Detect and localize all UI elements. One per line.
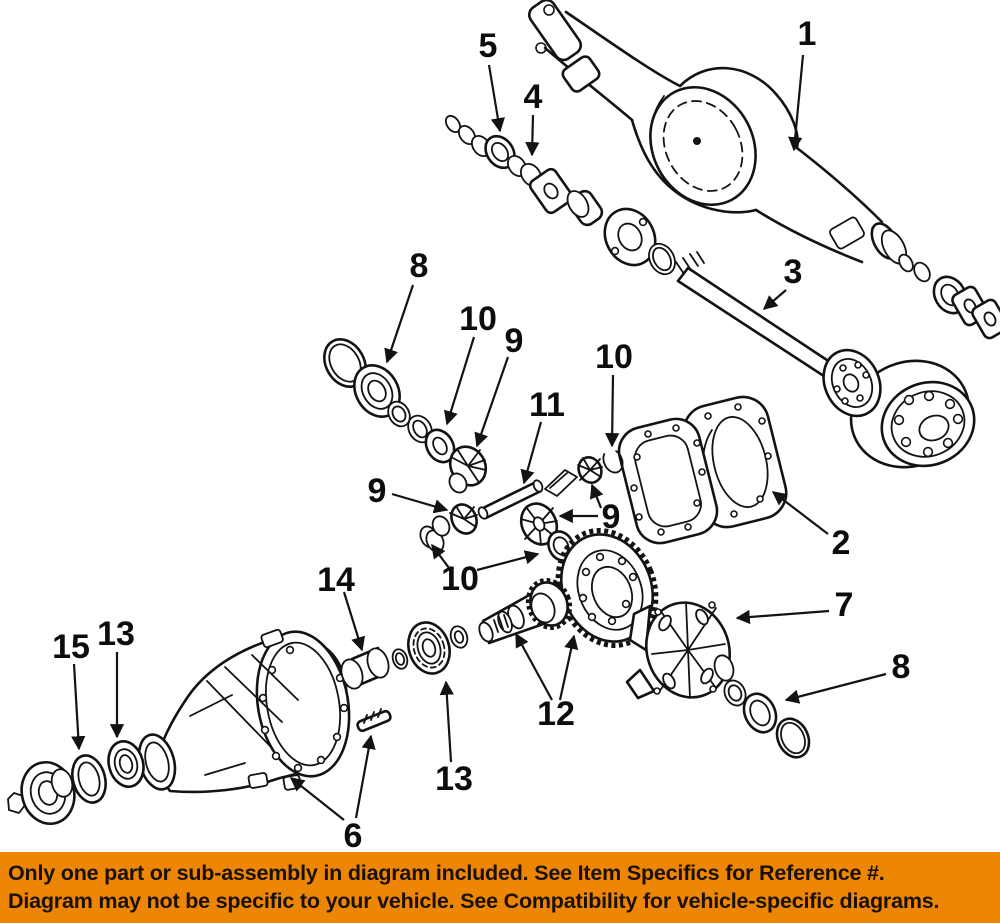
callout-3: 3 [784, 253, 803, 291]
callout-15: 15 [52, 628, 90, 666]
callout-1: 1 [798, 15, 817, 53]
callout-2: 2 [832, 524, 851, 562]
differential-internal-parts [323, 338, 624, 562]
callout-12: 12 [537, 695, 575, 733]
callout-8-right: 8 [892, 648, 911, 686]
axle-shaft-drawing [675, 251, 882, 418]
callout-10-lower: 10 [441, 560, 479, 598]
callout-14: 14 [317, 561, 355, 599]
callout-8-left: 8 [410, 247, 429, 285]
callout-4: 4 [524, 78, 543, 116]
callout-5: 5 [479, 27, 498, 65]
hub-retainer-parts [898, 253, 1000, 340]
disclaimer-line-2: Diagram may not be specific to your vehi… [8, 888, 940, 913]
differential-case-drawing [625, 601, 811, 759]
ring-gear-and-pinion [478, 528, 659, 648]
callout-10-right: 10 [595, 338, 633, 376]
callout-7: 7 [835, 586, 854, 624]
disclaimer-line-1: Only one part or sub-assembly in diagram… [8, 861, 885, 885]
callout-arrows [71, 54, 887, 821]
callout-9-lower: 9 [602, 498, 621, 536]
callout-13-left: 13 [97, 615, 135, 653]
parts-diagram: 1 5 4 3 8 10 9 10 11 2 9 9 10 14 13 15 7… [7, 0, 1000, 852]
callout-9-left: 9 [368, 472, 387, 510]
callout-10-upper: 10 [459, 300, 497, 338]
pinion-flange-and-bearings [7, 621, 469, 825]
disclaimer-banner: Only one part or sub-assembly in diagram… [0, 852, 1000, 923]
carrier-housing-drawing [137, 628, 392, 794]
callout-6: 6 [344, 817, 363, 852]
exploded-view-drawing: 1 5 4 3 8 10 9 10 11 2 9 9 10 14 13 15 7… [7, 0, 1000, 852]
diff-cover-and-gasket [617, 395, 788, 545]
callout-9-upper: 9 [505, 322, 524, 360]
axle-bearing-retainer-parts [444, 114, 676, 276]
callout-13-center: 13 [435, 760, 473, 798]
callout-11: 11 [529, 386, 565, 424]
axle-housing-drawing [527, 0, 908, 265]
callout-numbers: 1 5 4 3 8 10 9 10 11 2 9 9 10 14 13 15 7… [52, 15, 910, 852]
